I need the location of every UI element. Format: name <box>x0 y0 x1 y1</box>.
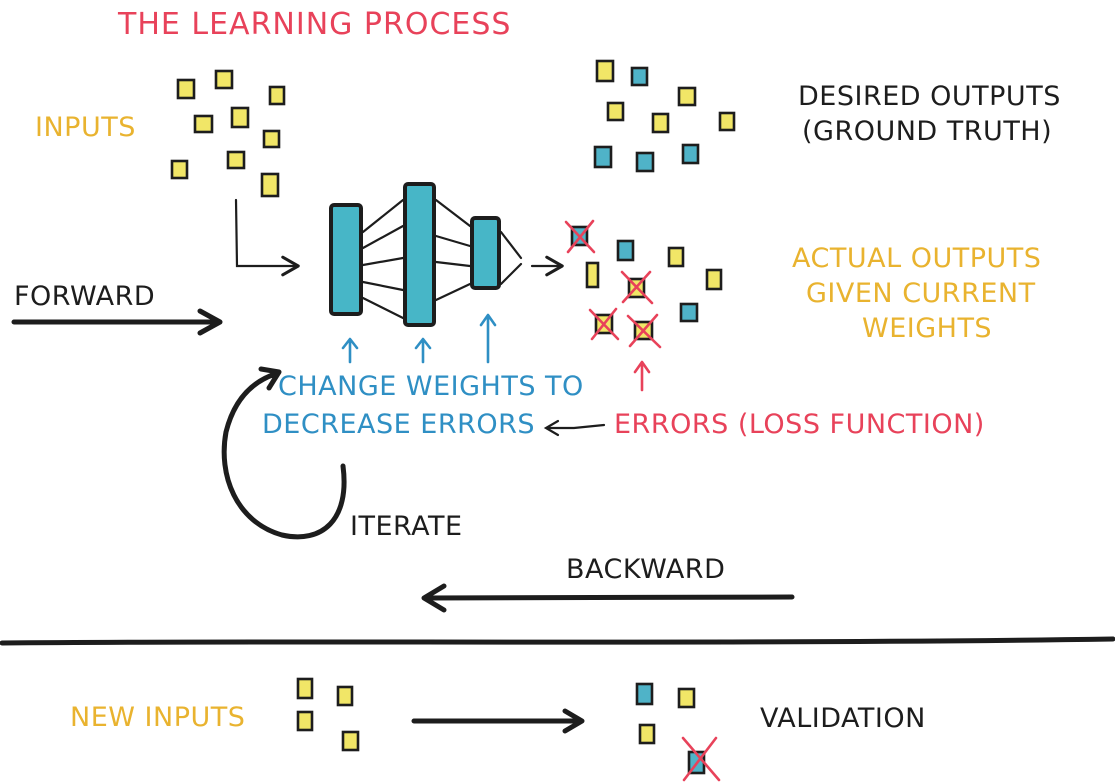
diagram-title: THE LEARNING PROCESS <box>117 7 511 42</box>
validation-arrow <box>411 708 585 734</box>
backward-arrow <box>421 583 795 613</box>
weight-update-arrows <box>341 313 497 364</box>
desired-note <box>593 145 613 169</box>
weights-label: WEIGHTS <box>862 313 992 344</box>
actual-note <box>616 239 635 262</box>
input-note <box>260 172 280 198</box>
decrease-errors-label: DECREASE ERRORS <box>262 409 535 440</box>
network-layer-1 <box>329 203 363 316</box>
errors-label: ERRORS (LOSS FUNCTION) <box>614 409 985 440</box>
network-layer-2 <box>403 182 436 327</box>
backward-label: BACKWARD <box>566 554 725 585</box>
input-to-network-arrow <box>234 198 300 277</box>
desired-note <box>630 66 649 87</box>
actual-output-sticky-notes <box>564 219 723 349</box>
neural-network <box>329 182 523 327</box>
desired-outputs-label: DESIRED OUTPUTS <box>798 81 1061 112</box>
input-sticky-notes <box>170 69 286 198</box>
up-arrow-icon <box>341 337 359 364</box>
new-input-note <box>296 677 314 700</box>
network-layer-3 <box>470 216 501 290</box>
desired-note <box>606 101 625 122</box>
up-arrow-icon <box>479 313 497 364</box>
given-current-label: GIVEN CURRENT <box>806 278 1036 309</box>
desired-note <box>635 151 655 173</box>
new-input-sticky-notes <box>296 677 360 752</box>
new-input-note <box>341 730 360 752</box>
validation-sticky-notes <box>635 682 721 782</box>
desired-note <box>718 111 736 132</box>
error-mark <box>620 270 654 305</box>
actual-note <box>679 302 699 323</box>
up-arrow-icon <box>414 337 432 364</box>
iterate-label: ITERATE <box>350 511 463 542</box>
validation-note <box>635 682 654 706</box>
input-note <box>230 106 250 129</box>
error-mark <box>681 736 721 782</box>
iterate-loop-arrow <box>221 366 347 540</box>
forward-label: FORWARD <box>14 281 155 312</box>
error-mark <box>564 219 596 254</box>
actual-outputs-label: ACTUAL OUTPUTS <box>792 243 1041 274</box>
new-input-note <box>336 685 354 707</box>
error-mark <box>588 307 620 341</box>
new-input-note <box>296 710 314 732</box>
validation-label: VALIDATION <box>760 703 926 734</box>
network-connections <box>361 198 523 320</box>
validation-note <box>677 687 696 709</box>
desired-note <box>595 59 615 83</box>
change-weights-label: CHANGE WEIGHTS TO <box>278 371 584 402</box>
desired-note <box>681 143 700 165</box>
errors-up-arrow-icon <box>633 360 651 392</box>
input-note <box>268 85 286 106</box>
ground-truth-label: (GROUND TRUTH) <box>802 116 1052 147</box>
desired-note <box>651 112 670 134</box>
input-note <box>193 114 214 134</box>
input-note <box>170 159 189 180</box>
inputs-label: INPUTS <box>35 112 136 143</box>
validation-note <box>638 723 656 745</box>
errors-to-weights-arrow <box>543 419 606 437</box>
desired-output-sticky-notes <box>593 59 736 173</box>
error-mark <box>626 313 662 349</box>
input-note <box>262 129 281 149</box>
input-note <box>226 150 246 170</box>
input-note <box>214 69 234 90</box>
section-divider <box>0 636 1115 646</box>
forward-arrow <box>11 308 223 336</box>
actual-note <box>667 246 685 268</box>
actual-note <box>585 261 600 289</box>
input-note <box>176 78 196 100</box>
desired-note <box>677 86 697 107</box>
actual-note <box>705 268 723 291</box>
new-inputs-label: NEW INPUTS <box>70 702 245 733</box>
